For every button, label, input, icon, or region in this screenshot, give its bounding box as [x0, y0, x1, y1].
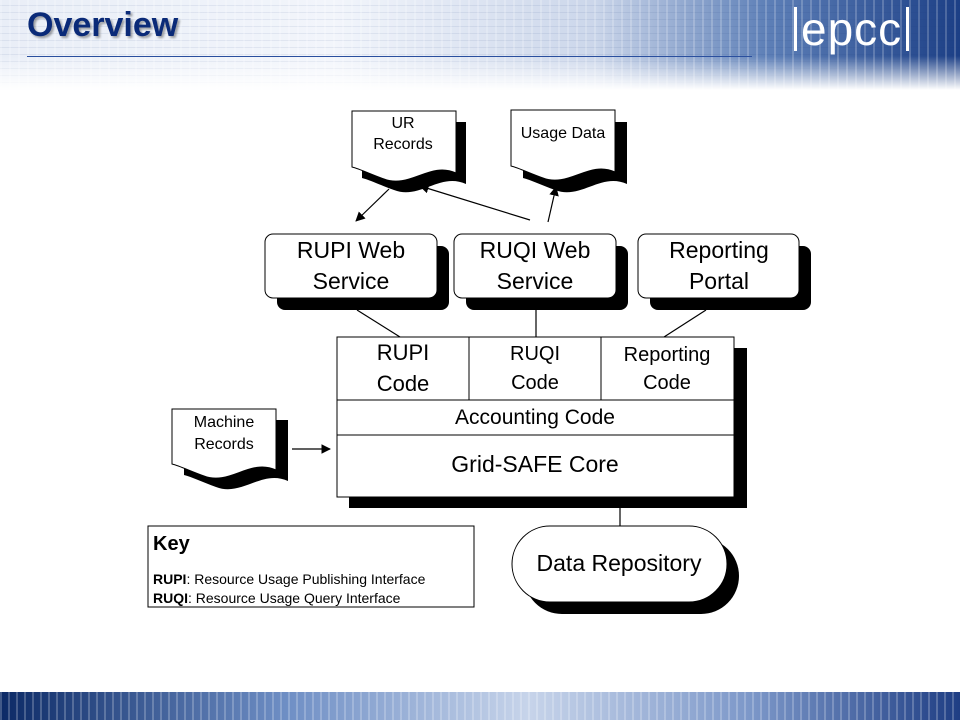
rupi-web-service-box: RUPI Web Service [264, 233, 449, 310]
ur-records-label-line2: Records [373, 136, 433, 153]
rupi-code-line2: Code [377, 371, 430, 396]
key-entry-rupi-abbr: RUPI [153, 571, 186, 587]
rupi-web-service-line2: Service [313, 268, 390, 294]
ruqi-web-service-box: RUQI Web Service [453, 233, 628, 310]
ur-records-document: UR Records [351, 110, 466, 193]
key-entry-rupi-text: : Resource Usage Publishing Interface [186, 571, 425, 587]
ur-records-label-line1: UR [391, 115, 414, 132]
rupi-web-service-line1: RUPI Web [297, 237, 405, 263]
key-entry-ruqi: RUQI: Resource Usage Query Interface [153, 590, 401, 606]
reporting-portal-line2: Portal [689, 268, 749, 294]
reporting-code-line1: Reporting [624, 344, 711, 366]
ruqi-code-line1: RUQI [510, 343, 560, 365]
reporting-portal-box: Reporting Portal [637, 233, 811, 310]
reporting-portal-line1: Reporting [669, 237, 769, 263]
key-entry-rupi: RUPI: Resource Usage Publishing Interfac… [153, 571, 426, 587]
slide-title: Overview [27, 6, 179, 44]
ruqi-code-line2: Code [511, 372, 559, 394]
footer-texture [0, 692, 960, 720]
usage-data-document: Usage Data [510, 109, 627, 193]
machine-records-label-line2: Records [194, 436, 254, 453]
gridsafe-core-block: RUPI Code RUQI Code Reporting Code Accou… [336, 336, 747, 508]
arrow-to-ur-records-from-ruqi [419, 183, 531, 221]
ruqi-web-service-line1: RUQI Web [480, 237, 591, 263]
arrow-to-ur-records [355, 188, 390, 222]
ruqi-web-service-line2: Service [497, 268, 574, 294]
key-entry-ruqi-text: : Resource Usage Query Interface [188, 590, 401, 606]
gridsafe-core-label: Grid-SAFE Core [451, 451, 618, 477]
data-repository-label: Data Repository [537, 550, 702, 576]
usage-data-label: Usage Data [521, 125, 606, 142]
accounting-code-label: Accounting Code [455, 406, 615, 429]
slide-header [0, 0, 960, 90]
key-entry-ruqi-abbr: RUQI [153, 590, 188, 606]
logo-bar-left [794, 7, 797, 51]
header-fade [0, 56, 960, 90]
reporting-code-line2: Code [643, 372, 691, 394]
connector-reporting [663, 309, 707, 338]
key-title: Key [153, 533, 191, 555]
slide-footer [0, 692, 960, 720]
logo-bar-right [906, 7, 910, 51]
rupi-code-line1: RUPI [377, 340, 430, 365]
connector-rupi [356, 309, 401, 338]
epcc-logo: epcc [790, 4, 913, 54]
machine-records-label-line1: Machine [194, 414, 255, 431]
title-underline [27, 56, 752, 57]
key-legend: Key RUPI: Resource Usage Publishing Inte… [147, 525, 475, 608]
machine-records-document: Machine Records [171, 408, 288, 490]
arrow-to-usage-data [547, 186, 559, 223]
data-repository: Data Repository [511, 525, 739, 614]
logo-text: epcc [801, 3, 903, 55]
